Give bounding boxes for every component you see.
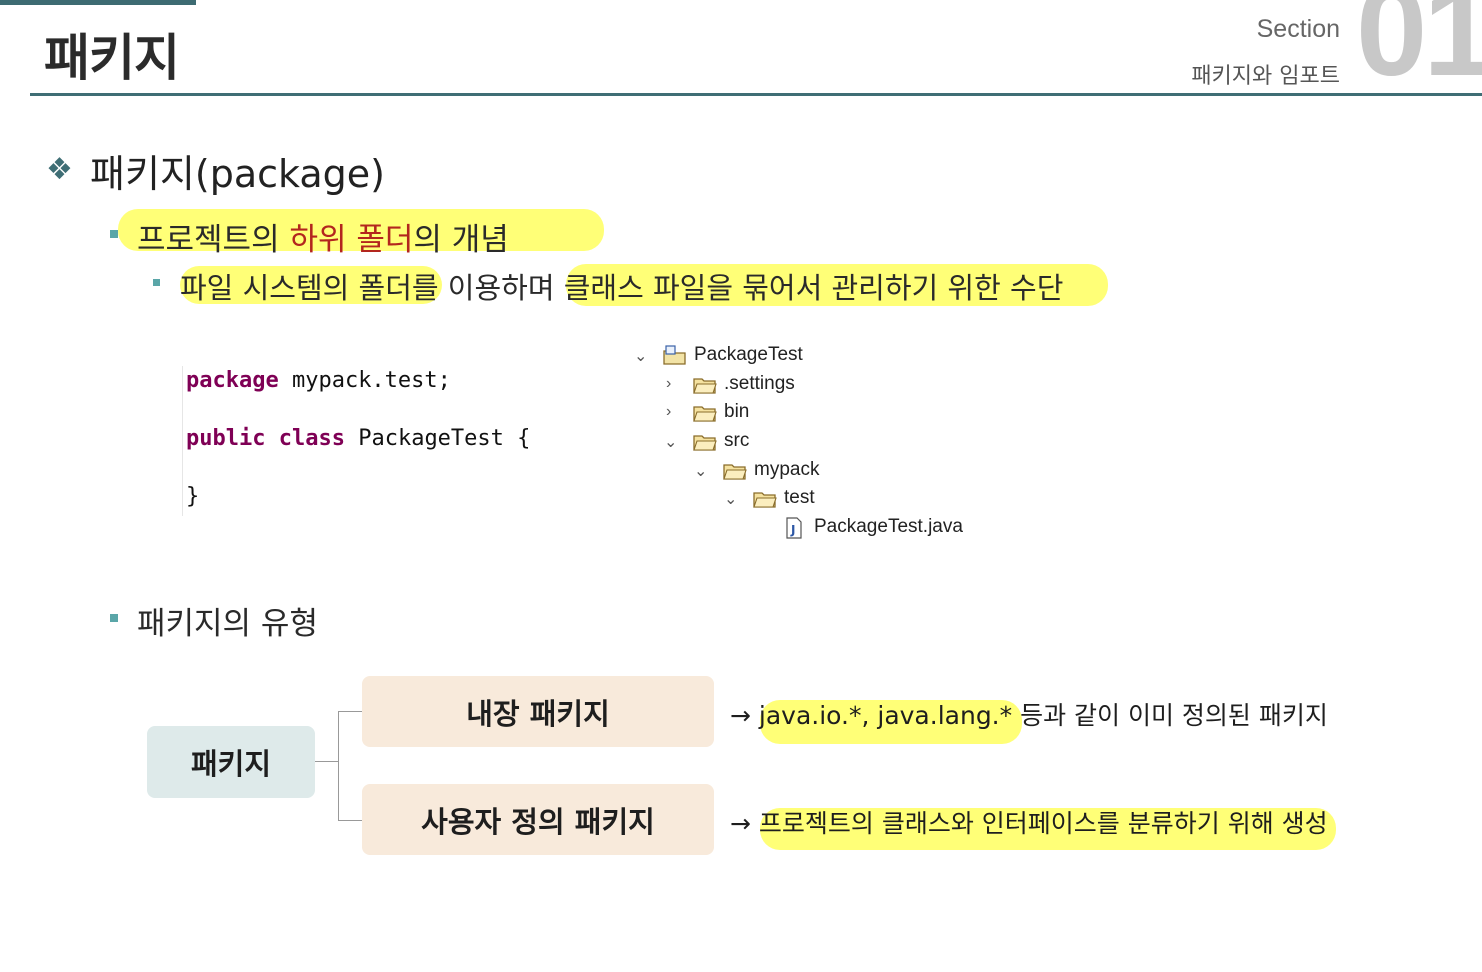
bullet-concept: 프로젝트의 하위 폴더의 개념	[137, 214, 509, 259]
chevron-down-icon[interactable]: ⌄	[634, 348, 648, 365]
page-title: 패키지	[44, 29, 180, 87]
main-heading: 패키지(package)	[90, 152, 385, 196]
tree-item-label: PackageTest	[694, 344, 803, 365]
svg-text:J: J	[790, 523, 795, 537]
folder-icon	[723, 464, 747, 480]
square-bullet-icon	[110, 230, 118, 238]
tree-item-label: bin	[724, 401, 750, 422]
project-folder-icon	[663, 345, 686, 365]
tree-item-label: src	[724, 430, 750, 451]
code-gutter	[182, 366, 183, 516]
arrow-right-icon: →	[730, 701, 751, 730]
highlight-mark	[760, 700, 1022, 744]
user-description: → 프로젝트의 클래스와 인터페이스를 분류하기 위해 생성	[730, 804, 1328, 840]
tree-item-label: mypack	[754, 459, 820, 480]
code-text: PackageTest {	[344, 426, 531, 451]
top-accent-bar	[0, 0, 196, 5]
code-keyword: public	[186, 426, 266, 451]
bullet-purpose: 파일 시스템의 폴더를 이용하며 클래스 파일을 묶어서 관리하기 위한 수단	[180, 265, 1063, 307]
chevron-down-icon[interactable]: ⌄	[724, 491, 738, 508]
tree-item-label: .settings	[724, 373, 795, 394]
bullet-purpose-text: 파일 시스템의 폴더를 이용하며	[180, 271, 564, 305]
builtin-description: → java.io.*, java.lang.* 등과 같이 이미 정의된 패키…	[730, 696, 1328, 732]
folder-icon	[753, 492, 777, 508]
highlight-mark	[566, 264, 1108, 306]
section-number: 01	[1356, 0, 1482, 103]
connector-line	[338, 711, 339, 821]
package-root-box: 패키지	[147, 726, 315, 798]
chevron-down-icon[interactable]: ⌄	[694, 463, 708, 480]
code-line-2: public class PackageTest {	[186, 426, 530, 451]
bullet-types: 패키지의 유형	[137, 606, 318, 642]
square-bullet-icon	[110, 614, 118, 622]
connector-line	[338, 711, 362, 712]
bullet-concept-text: 프로젝트의	[137, 222, 290, 258]
connector-line	[338, 820, 362, 821]
folder-icon	[693, 378, 717, 394]
arrow-right-icon: →	[730, 809, 751, 838]
builtin-desc-examples: java.io.*, java.lang.*	[758, 701, 1013, 730]
highlight-mark	[118, 209, 604, 251]
tree-item-label: test	[784, 487, 815, 508]
code-text: }	[186, 484, 200, 509]
square-bullet-icon	[153, 279, 160, 286]
header-divider	[30, 93, 1482, 96]
builtin-package-box: 내장 패키지	[362, 676, 714, 747]
code-line-3: }	[186, 484, 199, 509]
section-subtitle: 패키지와 임포트	[1191, 64, 1340, 89]
highlight-mark	[180, 266, 442, 304]
folder-icon	[693, 435, 717, 451]
bullet-concept-tail: 의 개념	[413, 222, 509, 258]
tree-item-label: PackageTest.java	[814, 516, 963, 537]
folder-icon	[693, 406, 717, 422]
code-keyword: package	[186, 368, 279, 393]
bullet-purpose-highlight: 클래스 파일을 묶어서 관리하기 위한 수단	[563, 271, 1064, 305]
chevron-down-icon[interactable]: ⌄	[664, 434, 678, 451]
bullet-concept-emphasis: 하위 폴더	[289, 222, 414, 258]
user-package-box: 사용자 정의 패키지	[362, 784, 714, 855]
diamond-bullet-icon: ❖	[46, 152, 73, 187]
chevron-right-icon[interactable]: ›	[666, 403, 672, 420]
user-desc-text: 프로젝트의 클래스와 인터페이스를 분류하기 위해 생성	[758, 809, 1328, 838]
chevron-right-icon[interactable]: ›	[666, 375, 672, 392]
code-keyword: class	[278, 426, 345, 451]
section-label: Section	[1256, 15, 1340, 43]
code-text: mypack.test;	[278, 368, 451, 393]
java-file-icon: J	[786, 517, 802, 539]
code-line-1: package mypack.test;	[186, 368, 451, 393]
connector-line	[315, 761, 339, 762]
highlight-mark	[760, 808, 1336, 850]
builtin-desc-text: 등과 같이 이미 정의된 패키지	[1012, 701, 1328, 730]
